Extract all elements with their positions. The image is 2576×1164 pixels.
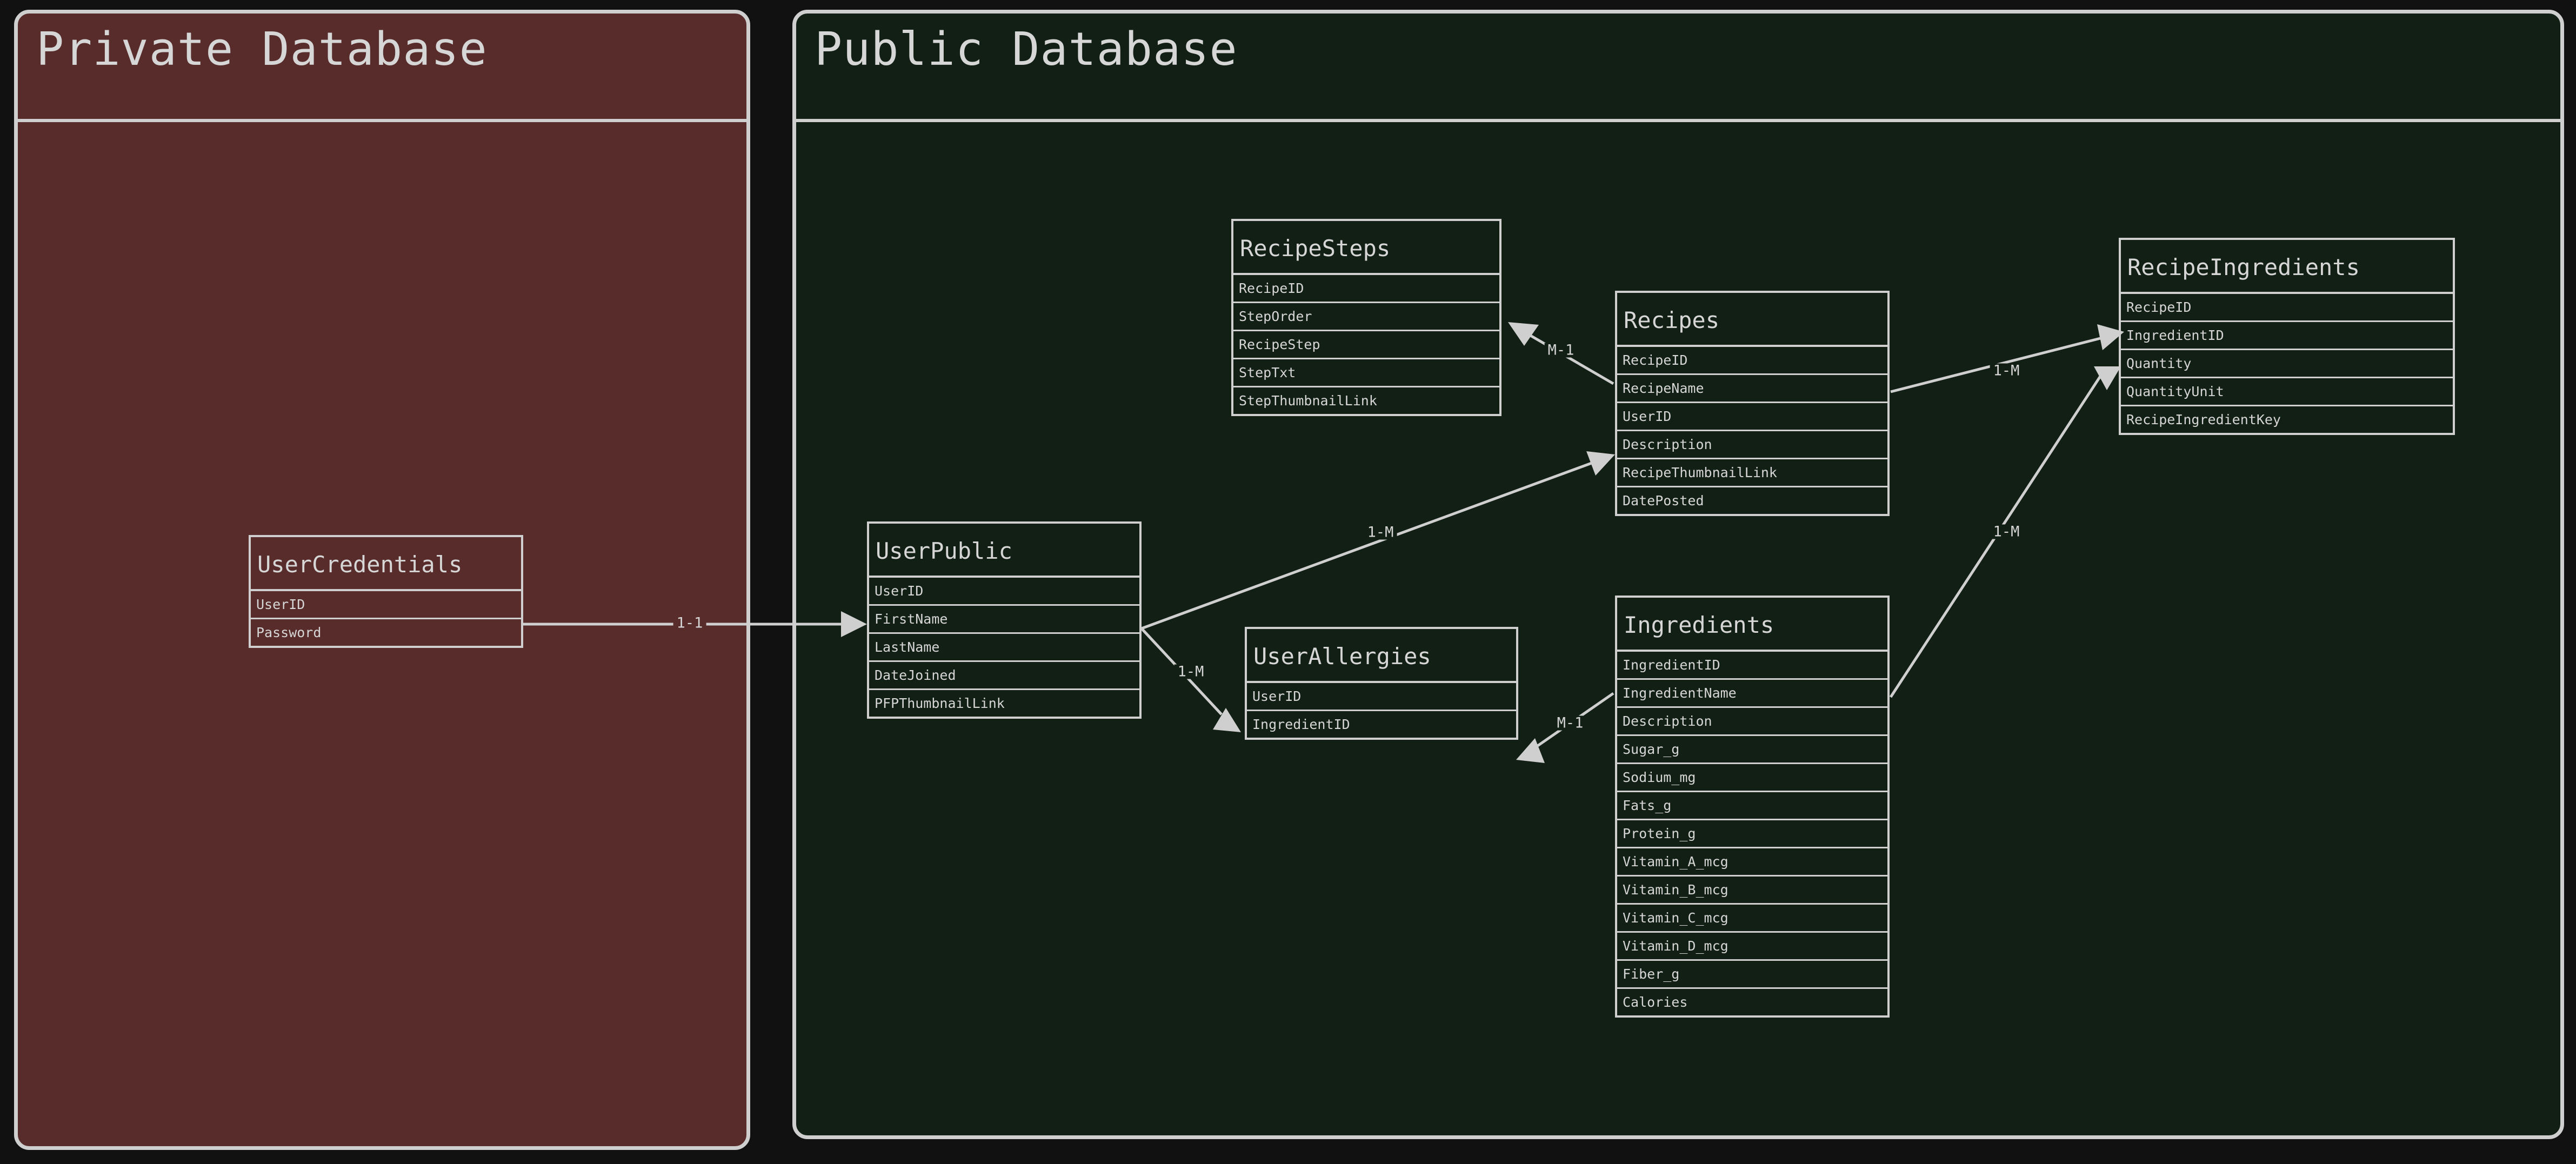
cardinality-label-ingredients-userallergies: M-1: [1553, 715, 1587, 731]
entity-title-recipes: Recipes: [1624, 307, 1720, 333]
attribute-row: UserID: [251, 591, 521, 619]
attribute-row: UserID: [1617, 403, 1887, 431]
attribute-list-recipes: RecipeID RecipeName UserID Description R…: [1617, 345, 1887, 514]
attribute-row: StepOrder: [1233, 303, 1499, 331]
attribute-row: Sugar_g: [1617, 736, 1887, 764]
attribute-row: QuantityUnit: [2121, 378, 2453, 406]
attribute-row: Quantity: [2121, 350, 2453, 378]
cardinality-label-userpublic-recipes: 1-M: [1364, 525, 1397, 540]
attribute-row: DateJoined: [869, 662, 1139, 690]
entity-ingredients[interactable]: Ingredients IngredientID IngredientName …: [1615, 596, 1890, 1018]
attribute-row: RecipeID: [2121, 294, 2453, 322]
attribute-row: Password: [256, 625, 322, 640]
entity-userallergies[interactable]: UserAllergies UserID IngredientID: [1245, 627, 1518, 740]
entity-title-recipeingredients: RecipeIngredients: [2127, 254, 2360, 280]
attribute-row: Calories: [1623, 994, 1688, 1010]
entity-userpublic[interactable]: UserPublic UserID FirstName LastName Dat…: [867, 521, 1142, 719]
attribute-list-userallergies: UserID IngredientID: [1247, 681, 1516, 738]
attribute-row: LastName: [869, 634, 1139, 662]
attribute-row: Fats_g: [1617, 792, 1887, 820]
attribute-list-usercredentials: UserID Password: [251, 589, 521, 646]
attribute-row: IngredientID: [1617, 652, 1887, 680]
attribute-row: IngredientName: [1617, 680, 1887, 708]
public-database-title-divider: [796, 119, 2560, 122]
entity-recipes[interactable]: Recipes RecipeID RecipeName UserID Descr…: [1615, 291, 1890, 516]
private-database-container: Private Database: [14, 10, 750, 1150]
attribute-row: Description: [1617, 708, 1887, 736]
private-database-title: Private Database: [36, 23, 488, 76]
attribute-row: Vitamin_C_mcg: [1617, 905, 1887, 933]
attribute-row: RecipeIngredientKey: [2126, 412, 2281, 427]
attribute-row: Vitamin_A_mcg: [1617, 848, 1887, 877]
attribute-row: PFPThumbnailLink: [875, 695, 1005, 711]
entity-title-usercredentials: UserCredentials: [257, 551, 463, 578]
attribute-list-recipesteps: RecipeID StepOrder RecipeStep StepTxt St…: [1233, 273, 1499, 414]
attribute-row: Sodium_mg: [1617, 764, 1887, 792]
attribute-row: UserID: [1247, 683, 1516, 711]
attribute-row: Vitamin_D_mcg: [1617, 933, 1887, 961]
cardinality-label-credentials-userpublic: 1-1: [673, 616, 706, 631]
entity-title-userpublic: UserPublic: [876, 538, 1012, 564]
attribute-row: RecipeID: [1233, 275, 1499, 303]
attribute-row: Fiber_g: [1617, 961, 1887, 989]
attribute-row: StepTxt: [1233, 359, 1499, 387]
attribute-list-userpublic: UserID FirstName LastName DateJoined PFP…: [869, 576, 1139, 717]
entity-recipeingredients[interactable]: RecipeIngredients RecipeID IngredientID …: [2119, 238, 2455, 435]
entity-title-recipesteps: RecipeSteps: [1240, 235, 1391, 262]
attribute-row: IngredientID: [1252, 717, 1350, 732]
cardinality-label-recipes-recipesteps: M-1: [1544, 343, 1578, 358]
cardinality-label-recipes-recipeingredients: 1-M: [1990, 363, 2023, 378]
private-database-title-divider: [18, 119, 746, 122]
entity-usercredentials[interactable]: UserCredentials UserID Password: [249, 535, 523, 648]
attribute-row: Vitamin_B_mcg: [1617, 877, 1887, 905]
entity-title-userallergies: UserAllergies: [1253, 643, 1431, 670]
attribute-row: UserID: [869, 578, 1139, 606]
attribute-row: RecipeThumbnailLink: [1617, 459, 1887, 487]
attribute-row: RecipeName: [1617, 375, 1887, 403]
cardinality-label-userpublic-userallergies: 1-M: [1174, 664, 1207, 679]
attribute-row: DatePosted: [1623, 493, 1704, 509]
public-database-title: Public Database: [815, 23, 1238, 76]
entity-title-ingredients: Ingredients: [1624, 612, 1774, 638]
attribute-row: FirstName: [869, 606, 1139, 634]
attribute-row: RecipeStep: [1233, 331, 1499, 359]
attribute-row: IngredientID: [2121, 322, 2453, 350]
attribute-row: Protein_g: [1617, 820, 1887, 848]
attribute-row: Description: [1617, 431, 1887, 459]
attribute-list-ingredients: IngredientID IngredientName Description …: [1617, 650, 1887, 1015]
public-database-container: Public Database: [792, 10, 2564, 1139]
entity-recipesteps[interactable]: RecipeSteps RecipeID StepOrder RecipeSte…: [1231, 219, 1501, 416]
attribute-list-recipeingredients: RecipeID IngredientID Quantity QuantityU…: [2121, 292, 2453, 433]
attribute-row: RecipeID: [1617, 347, 1887, 375]
cardinality-label-ingredients-recipeingredients: 1-M: [1990, 524, 2023, 539]
attribute-row: StepThumbnailLink: [1239, 393, 1377, 409]
